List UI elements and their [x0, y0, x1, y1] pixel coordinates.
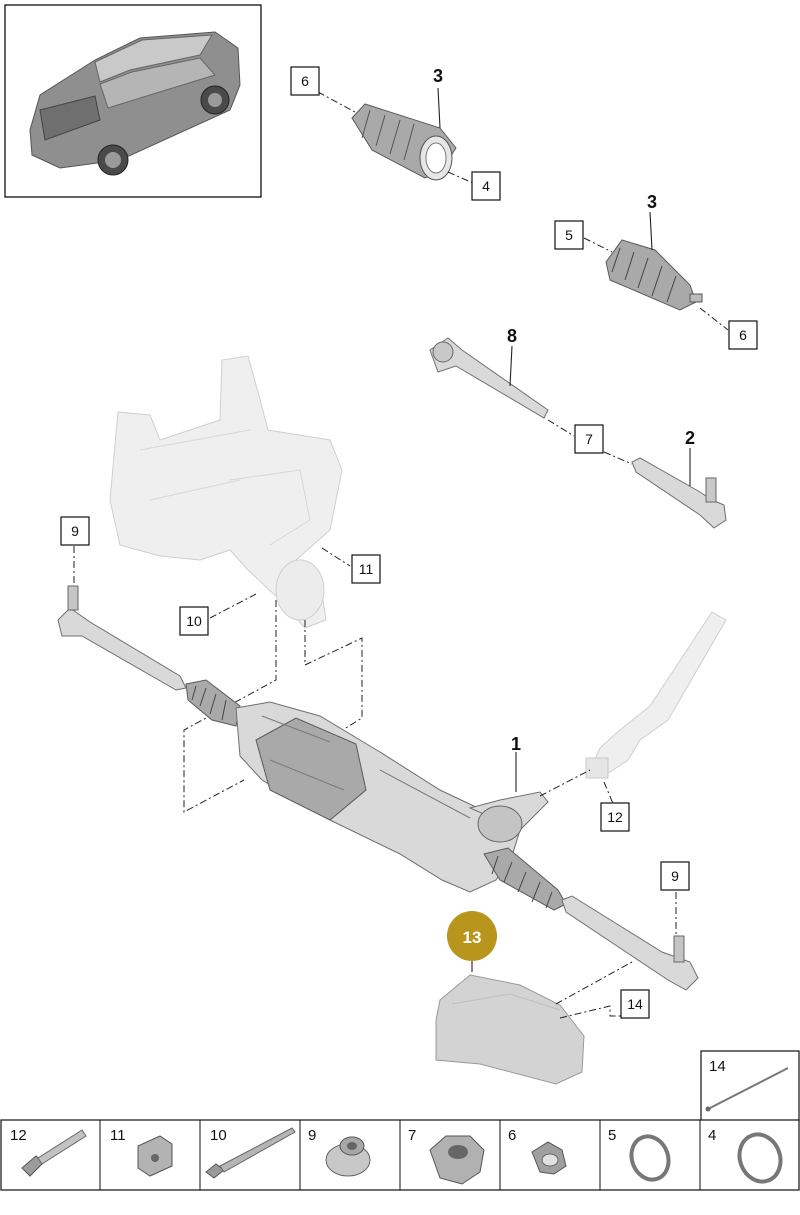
legend-cell-7[interactable]: 7 — [408, 1127, 485, 1185]
callout-14[interactable]: 14 — [620, 989, 650, 1019]
legend-cell-4[interactable]: 4 — [708, 1127, 787, 1187]
callout-4[interactable]: 4 — [471, 171, 501, 201]
outer-tie-rod-end — [631, 457, 727, 529]
nut-washer-icon — [325, 1136, 371, 1177]
suv-icon — [29, 31, 241, 176]
callout-label: 5 — [565, 227, 573, 243]
callout-9-left[interactable]: 9 — [60, 516, 90, 546]
steering-boot-lower — [605, 239, 703, 311]
inner-tie-rod — [429, 337, 549, 419]
legend-cell-5[interactable]: 5 — [608, 1127, 674, 1185]
highlight-badge-13[interactable]: 13 — [447, 911, 497, 961]
callout-label: 9 — [71, 523, 79, 539]
vehicle-thumbnail — [4, 4, 262, 198]
legend-label: 6 — [508, 1127, 516, 1144]
part-number-8: 8 — [507, 326, 517, 346]
highlight-badge-label: 13 — [463, 928, 482, 947]
legend-cell-6[interactable]: 6 — [508, 1127, 567, 1175]
clamp-ring-icon — [737, 1132, 783, 1184]
part-number-2: 2 — [685, 428, 695, 448]
highlight-badge-circle — [447, 911, 497, 961]
callout-5[interactable]: 5 — [554, 220, 584, 250]
subframe-ghost — [109, 355, 343, 629]
callout-label: 6 — [301, 73, 309, 89]
callout-7[interactable]: 7 — [574, 424, 604, 454]
legend-label: 7 — [408, 1127, 416, 1144]
callout-6-upper[interactable]: 6 — [290, 66, 320, 96]
callout-label: 6 — [739, 327, 747, 343]
hose-clamp-icon — [531, 1141, 567, 1175]
callout-label: 9 — [671, 868, 679, 884]
legend-inset-14: 14 — [700, 1050, 800, 1122]
parts-legend: 12 11 10 9 — [0, 1119, 800, 1191]
legend-label: 4 — [708, 1127, 716, 1144]
rack-cover — [435, 974, 585, 1085]
callout-label: 10 — [186, 613, 202, 629]
legend-label: 10 — [210, 1127, 227, 1144]
part-number-3-upper: 3 — [433, 66, 443, 86]
legend-cell-11[interactable]: 11 — [110, 1127, 173, 1177]
callout-11[interactable]: 11 — [351, 554, 381, 584]
legend-cell-10[interactable]: 10 — [205, 1127, 296, 1179]
callout-10[interactable]: 10 — [179, 606, 209, 636]
callout-label: 14 — [627, 996, 643, 1012]
legend-label: 11 — [110, 1127, 126, 1144]
part-number-1: 1 — [511, 734, 521, 754]
callout-label: 7 — [585, 431, 593, 447]
square-nut-icon — [137, 1135, 173, 1177]
callout-label: 12 — [607, 809, 623, 825]
legend-cell-9[interactable]: 9 — [308, 1127, 371, 1177]
legend-cell-12[interactable]: 12 — [10, 1127, 87, 1177]
callout-label: 4 — [482, 178, 490, 194]
legend-label: 9 — [308, 1127, 316, 1144]
callout-label: 11 — [359, 561, 374, 577]
steering-rack — [57, 585, 699, 991]
hex-nut-icon — [429, 1135, 485, 1185]
bolt-icon — [21, 1129, 87, 1177]
steering-boot-upper — [351, 103, 457, 181]
callout-12[interactable]: 12 — [600, 802, 630, 832]
callout-6-lower[interactable]: 6 — [728, 320, 758, 350]
clamp-ring-icon — [629, 1134, 671, 1182]
steering-shaft-ghost — [585, 611, 727, 779]
callout-9-right[interactable]: 9 — [660, 861, 690, 891]
legend-label: 12 — [10, 1127, 27, 1144]
cable-tie-icon — [705, 1067, 789, 1112]
legend-label: 5 — [608, 1127, 616, 1144]
long-bolt-icon — [205, 1127, 296, 1179]
part-number-3-lower: 3 — [647, 192, 657, 212]
legend-inset-label: 14 — [709, 1058, 726, 1075]
